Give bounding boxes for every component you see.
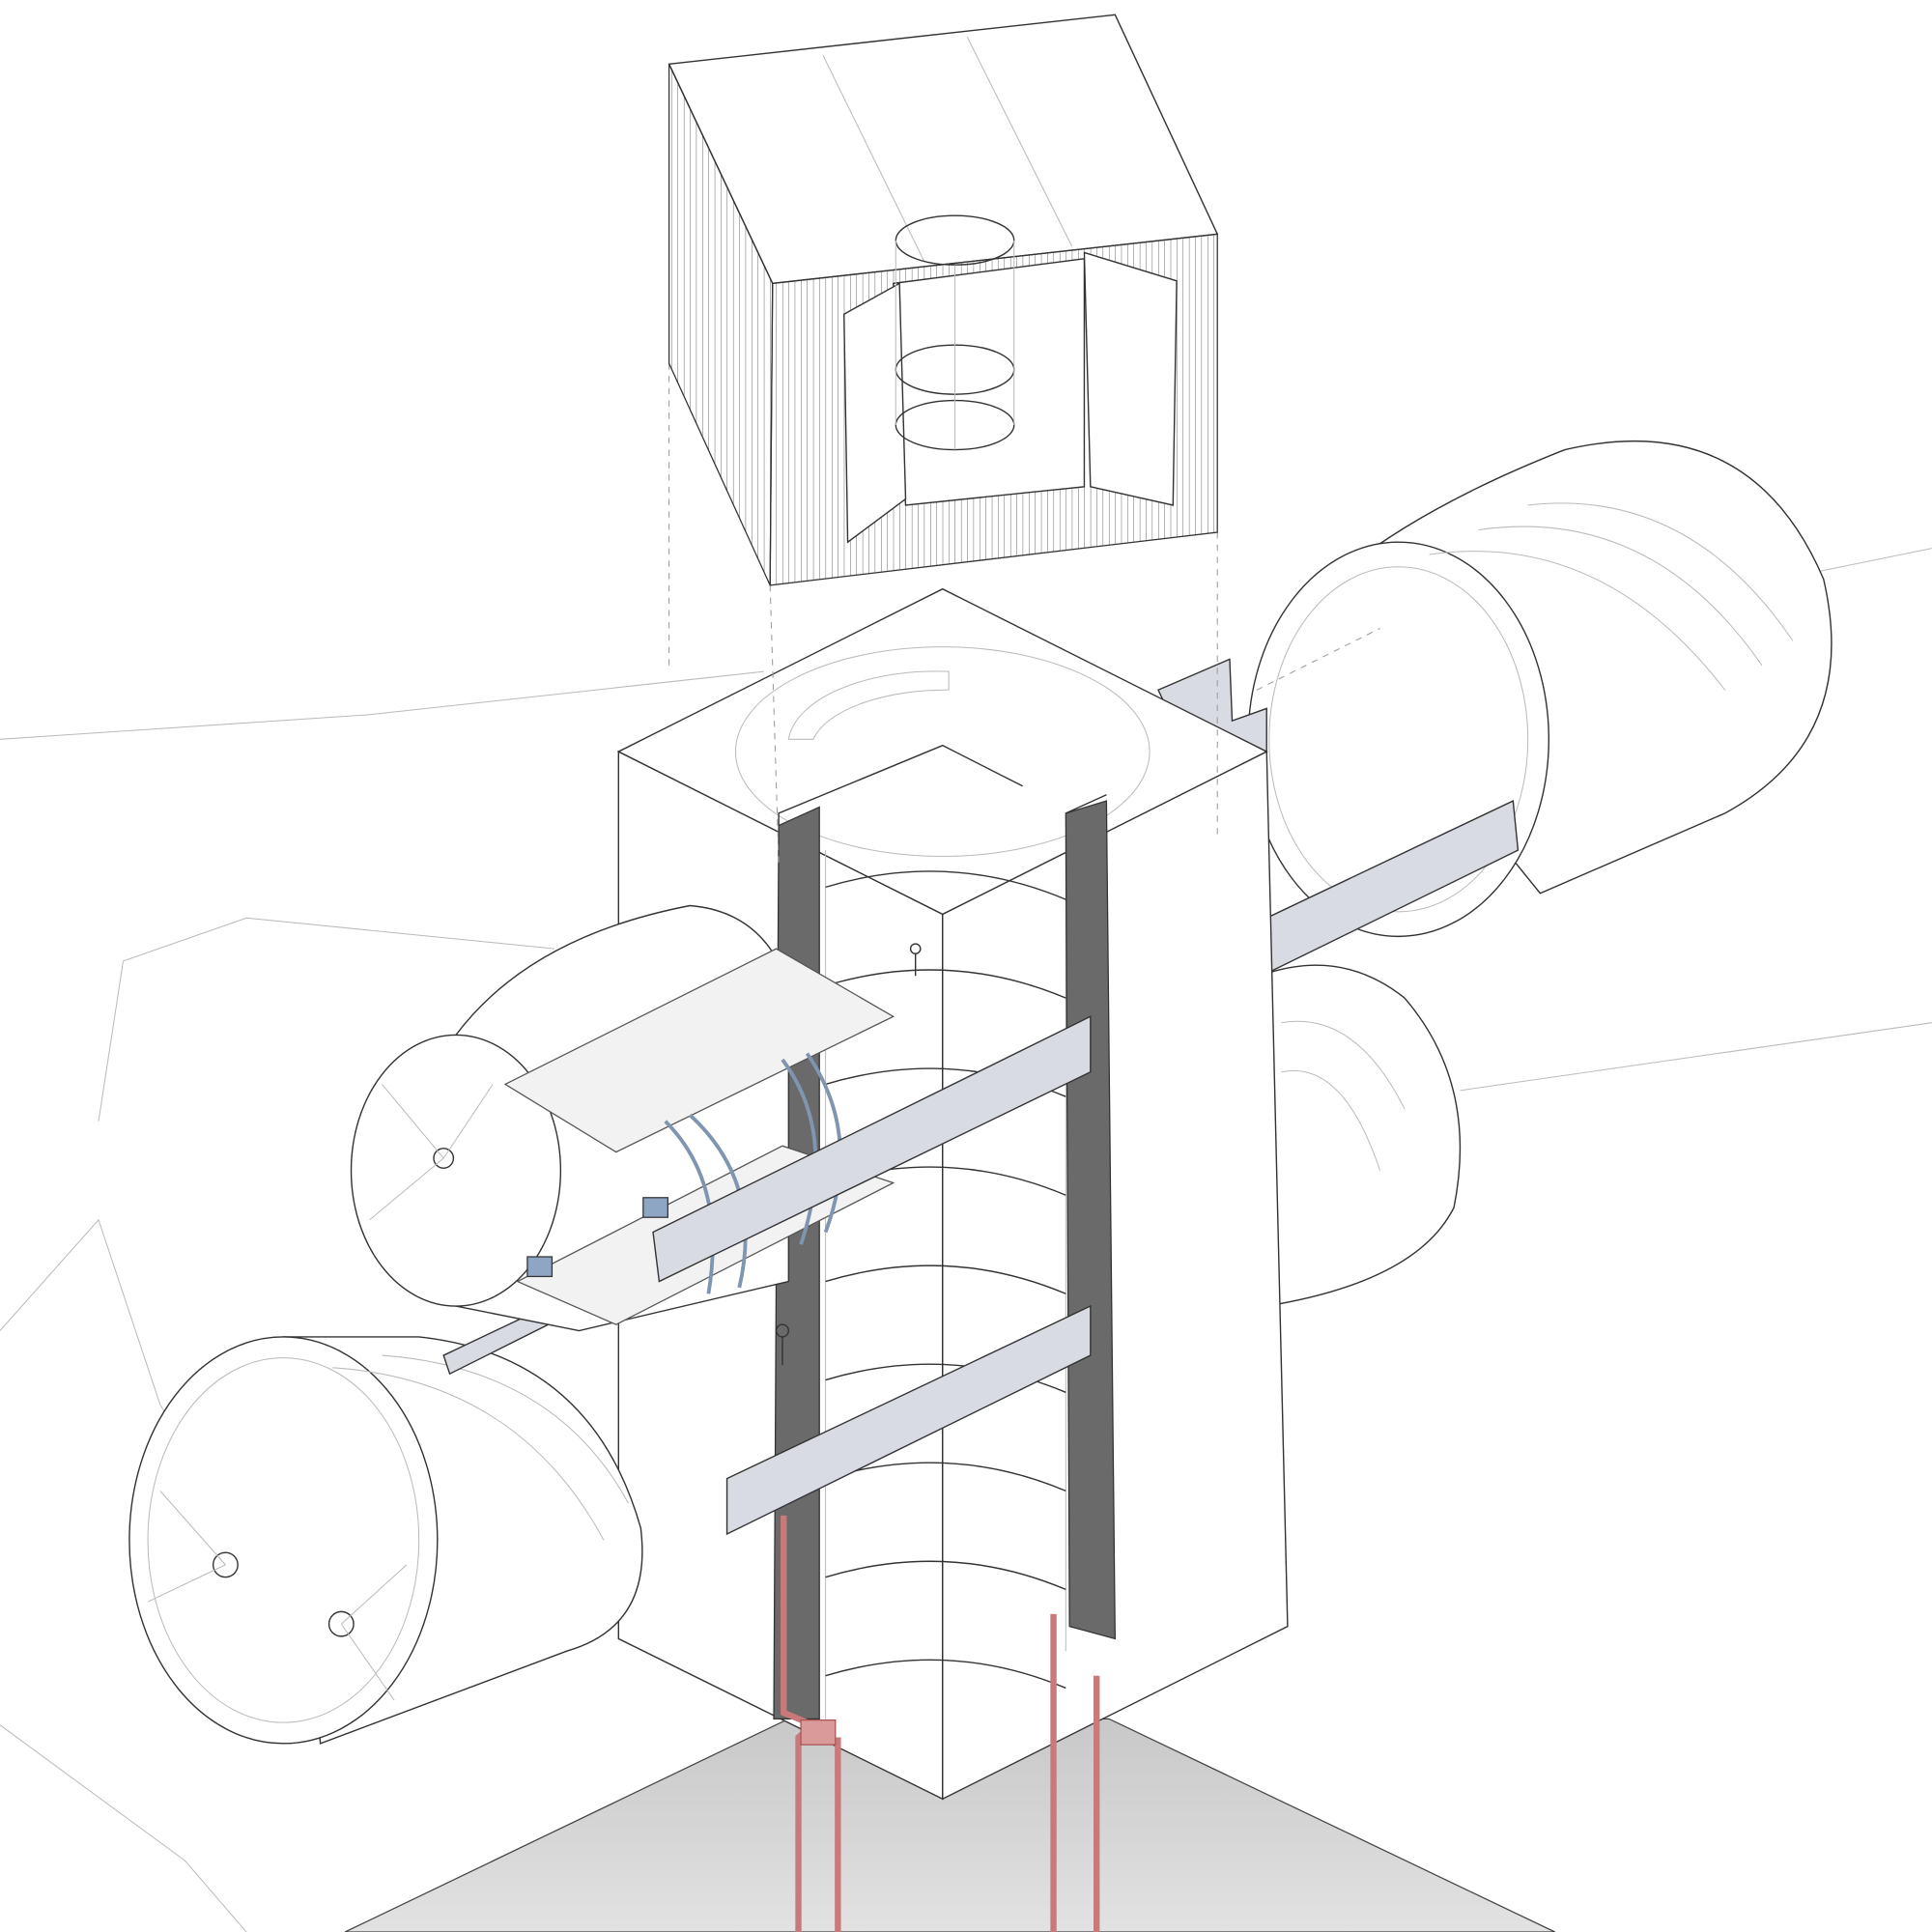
top-frame [778,744,1107,826]
tunnel-roof-grid [503,948,895,1153]
spiral-ramp [825,838,1066,1719]
human-figure-icon [775,1323,790,1366]
hut-opening [893,258,1086,506]
tunnel-right-lower [1265,964,1462,1307]
tunnel-left-lower [128,1336,643,1745]
equipment-box [526,1256,554,1278]
red-utility-pipes [781,1515,1100,1932]
rooftop-hut [668,14,1219,586]
human-figure-icon [909,943,922,977]
equipment-box [642,1197,668,1218]
terrain-contours [0,548,1932,1932]
projection-lines [668,363,1380,863]
i-beam-front-lower [725,1304,1092,1536]
hut-door-right [1083,251,1178,506]
hut-door-left [843,282,907,544]
junction-box [800,1719,837,1746]
tunnel-right-back [1247,440,1833,938]
column-right [1065,800,1116,1640]
i-beam-front-upper [652,1015,1092,1283]
ground-plane [344,1718,1555,1932]
